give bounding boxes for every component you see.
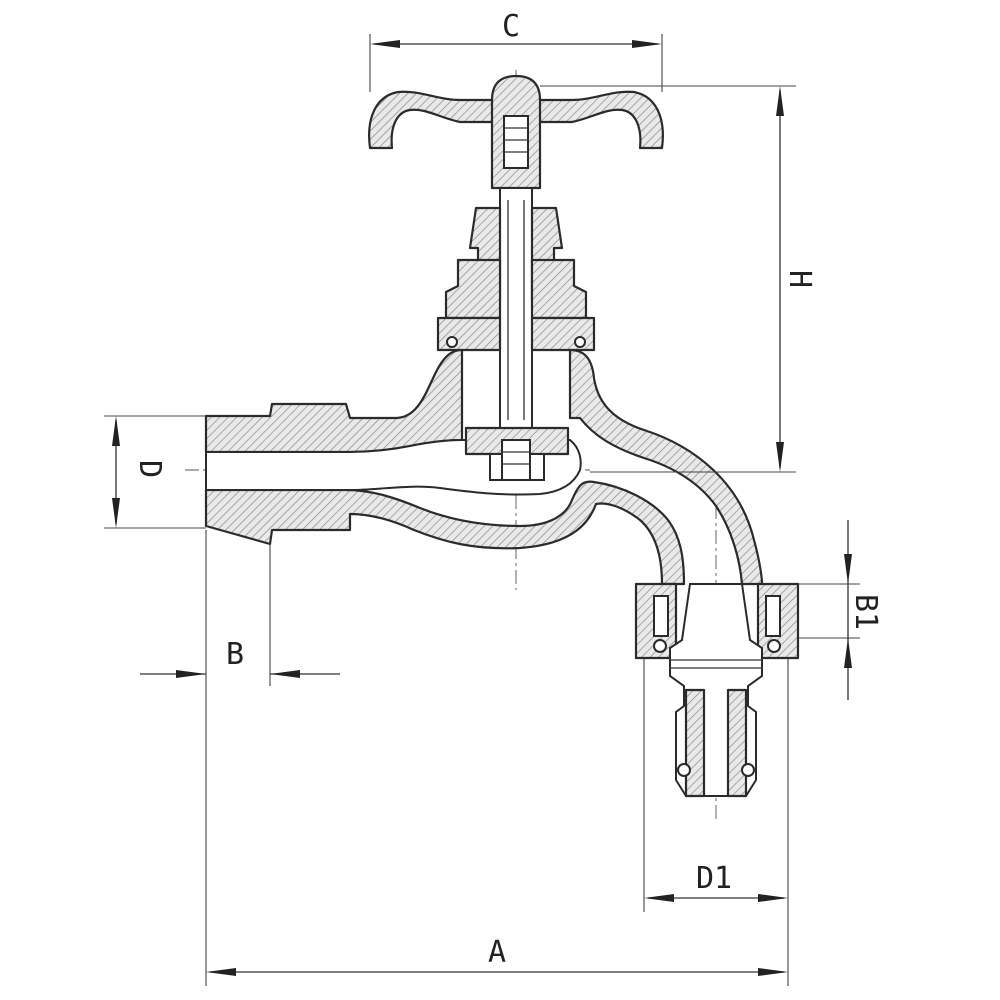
coupling-nut [634, 582, 800, 660]
label-b1: B1 [848, 594, 883, 630]
dimension-d1: D1 [643, 658, 789, 912]
dimension-h: H [540, 85, 817, 473]
label-b: B [226, 637, 244, 672]
label-h: H [782, 270, 817, 288]
handwheel [368, 74, 664, 190]
label-d1: D1 [696, 861, 732, 896]
label-d: D [132, 460, 167, 478]
dimension-a: A [205, 530, 789, 986]
dimension-b: B [140, 544, 340, 686]
bonnet [436, 206, 596, 352]
dimension-c: C [369, 9, 663, 92]
label-c: C [502, 9, 520, 44]
valve-stem [499, 187, 533, 429]
hose-connector [669, 583, 763, 798]
label-a: A [488, 935, 506, 970]
dimension-b1: B1 [798, 520, 883, 700]
valve-body [204, 348, 764, 586]
valve-disc [464, 426, 570, 481]
dimension-d: D [104, 415, 206, 529]
